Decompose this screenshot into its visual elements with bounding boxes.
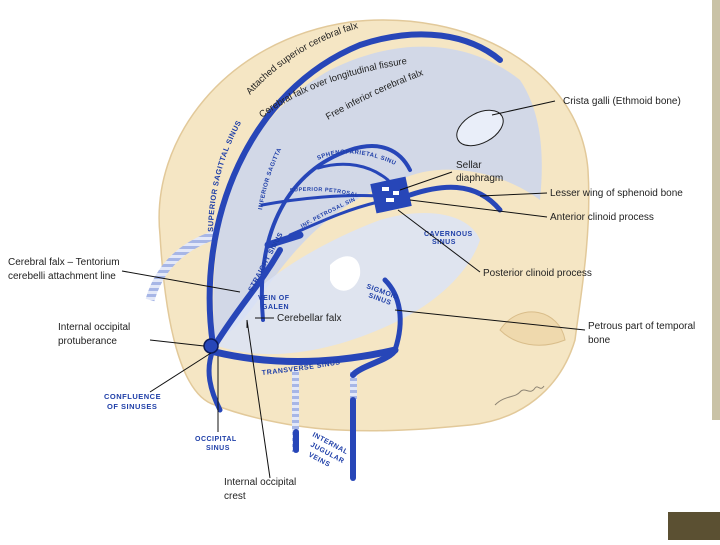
internal-jugular-vein-left-upper	[292, 370, 299, 452]
petrous-label-2: bone	[588, 335, 611, 346]
sphenoparietal-sinus	[316, 162, 390, 182]
artist-signature	[494, 385, 545, 406]
petrous-label-1: Petrous part of temporal	[588, 321, 695, 332]
cavernous-label-2: SINUS	[432, 239, 456, 246]
falx-cerebri	[213, 46, 542, 341]
sellar-label-1: Sellar	[456, 160, 482, 171]
superior-petrosal-sinus	[260, 193, 380, 207]
confluence-of-sinuses	[203, 338, 219, 354]
vein-of-galen	[264, 231, 304, 249]
inferior-sagittal-sinus	[259, 144, 412, 322]
falx-tentorium-label-1: Cerebral falx – Tentorium	[8, 257, 120, 268]
lesser-wing-label: Lesser wing of sphenoid bone	[550, 188, 683, 199]
cavernous-label-1: CAVERNOUS	[424, 231, 473, 238]
posterior-clinoid-label: Posterior clinoid process	[483, 268, 592, 279]
slide-accent-bar	[712, 0, 720, 420]
confluence-label-1: CONFLUENCE	[104, 392, 161, 401]
confluence-label-2: OF SINUSES	[107, 402, 157, 411]
sellar-label-2: diaphragm	[456, 173, 503, 184]
vein-of-galen-label-1: VEIN OF	[258, 295, 290, 302]
crista-galli-label: Crista galli (Ethmoid bone)	[563, 96, 681, 107]
int-occipital-crest-label-2: crest	[224, 491, 246, 502]
int-occipital-crest-label-1: Internal occipital	[224, 477, 296, 488]
transverse-sinus	[211, 346, 399, 365]
sigmoid-sinus	[382, 277, 403, 353]
falx-tentorium-label-2: cerebelli attachment line	[8, 271, 116, 282]
inferior-petrosal-sinus	[288, 200, 380, 237]
anterior-clinoid-label: Anterior clinoid process	[550, 212, 654, 223]
internal-jugular-vein-right-upper	[350, 370, 357, 400]
mastoid-region	[499, 311, 566, 346]
int-occipital-protuberance-label-2: protuberance	[58, 336, 117, 347]
occipital-sinus-label-2: SINUS	[206, 445, 230, 452]
lesser-wing-sphenoid	[407, 184, 503, 213]
leader-lines	[121, 100, 586, 479]
tentorial-notch	[330, 256, 361, 291]
cerebellar-falx-label: Cerebellar falx	[277, 313, 341, 324]
vein-of-galen-label-2: GALEN	[262, 304, 289, 311]
emissary-vein	[145, 230, 217, 302]
cavernous-sinus-block	[370, 176, 412, 214]
crista-galli	[456, 109, 504, 147]
straight-sinus	[212, 247, 283, 348]
sinus-network	[206, 31, 503, 481]
superior-sagittal-sinus	[206, 31, 503, 348]
sellar-openings	[382, 187, 399, 202]
slide-corner-block	[668, 512, 720, 540]
jugular-connection	[350, 347, 398, 378]
occipital-sinus	[206, 347, 223, 413]
int-occipital-protuberance-label-1: Internal occipital	[58, 322, 130, 333]
occipital-sinus-label-1: OCCIPITAL	[195, 436, 237, 443]
